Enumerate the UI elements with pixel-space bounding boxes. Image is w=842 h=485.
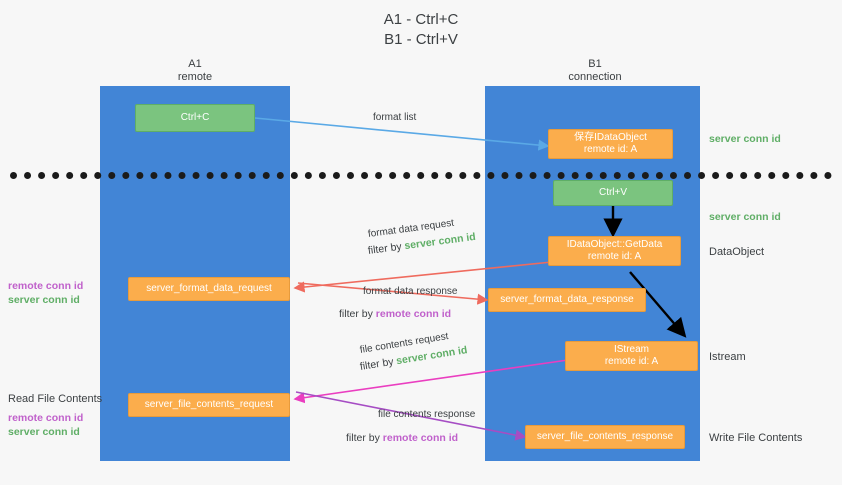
node-save-idataobject-line1: 保存IDataObject	[574, 132, 647, 143]
remote-conn-id-ref-2: remote conn id	[382, 432, 459, 444]
lane-b1-name: B1	[588, 58, 602, 70]
node-istream-line2: remote id: A	[604, 356, 659, 367]
edge-label-format-list: format list	[373, 112, 417, 123]
left-remote-conn-id-1: remote conn id	[8, 280, 84, 292]
node-ctrl-c-label: Ctrl+C	[180, 112, 210, 123]
node-istream[interactable]: IStream remote id: A	[565, 341, 698, 371]
left-label-read-file-contents: Read File Contents	[8, 393, 103, 405]
title-line-1: A1 - Ctrl+C	[383, 11, 459, 28]
edge-filter-file-contents-response: filter by remote conn id	[346, 431, 475, 445]
lane-header-b1: B1 connection	[515, 58, 675, 84]
filter-by-text-3: filter by	[359, 355, 398, 373]
right-label-istream: Istream	[709, 351, 746, 363]
edge-filter-format-data-response: filter by remote conn id	[339, 307, 458, 321]
page-title: A1 - Ctrl+C B1 - Ctrl+V	[0, 10, 842, 50]
right-label-server-conn-id-top: server conn id	[709, 133, 781, 145]
node-ctrl-c[interactable]: Ctrl+C	[135, 104, 255, 132]
lane-header-a1: A1 remote	[115, 58, 275, 84]
node-server-format-data-request-label: server_format_data_request	[146, 283, 272, 294]
filter-by-text-2: filter by	[339, 308, 376, 320]
node-server-file-contents-response[interactable]: server_file_contents_response	[525, 425, 685, 449]
right-label-server-conn-id-mid: server conn id	[709, 211, 781, 223]
node-getdata-line1: IDataObject::GetData	[566, 239, 663, 250]
left-label-conn-ids-2: remote conn id server conn id	[8, 411, 83, 439]
node-istream-line1: IStream	[613, 344, 649, 355]
right-label-write-file-contents: Write File Contents	[709, 432, 803, 444]
left-label-conn-ids-1: remote conn id server conn id	[8, 279, 83, 307]
node-server-format-data-request[interactable]: server_format_data_request	[128, 277, 290, 301]
edge-label-file-contents-response-group: file contents response filter by remote …	[346, 408, 476, 445]
node-ctrl-v-label: Ctrl+V	[598, 187, 628, 198]
node-idataobject-getdata[interactable]: IDataObject::GetData remote id: A	[548, 236, 681, 266]
filter-by-text-1: filter by	[367, 240, 406, 257]
lane-a1-name: A1	[188, 58, 202, 70]
filter-by-text-4: filter by	[346, 432, 383, 444]
node-server-format-data-response-label: server_format_data_response	[500, 294, 634, 305]
lane-a1-sub: remote	[177, 71, 213, 83]
right-label-dataobject: DataObject	[709, 246, 765, 258]
node-server-file-contents-response-label: server_file_contents_response	[536, 431, 674, 442]
edge-label-format-data-response: format data response	[363, 286, 458, 297]
left-remote-conn-id-2: remote conn id	[8, 412, 84, 424]
node-server-file-contents-request-label: server_file_contents_request	[144, 399, 274, 410]
lane-b1-sub: connection	[568, 71, 622, 83]
edge-label-format-data-request-group: format data request filter by server con…	[367, 218, 477, 258]
node-server-format-data-response[interactable]: server_format_data_response	[488, 288, 646, 312]
node-getdata-line2: remote id: A	[587, 251, 642, 262]
title-line-2: B1 - Ctrl+V	[384, 31, 458, 48]
node-server-file-contents-request[interactable]: server_file_contents_request	[128, 393, 290, 417]
edge-label-file-contents-response: file contents response	[378, 409, 476, 420]
node-save-idataobject-line2: remote id: A	[583, 144, 638, 155]
left-server-conn-id-2: server conn id	[8, 426, 80, 438]
edge-label-file-contents-request-group: file contents request filter by server c…	[359, 331, 469, 374]
remote-conn-id-ref-1: remote conn id	[375, 308, 452, 320]
left-server-conn-id-1: server conn id	[8, 294, 80, 306]
phase-divider	[10, 172, 832, 179]
node-save-idataobject[interactable]: 保存IDataObject remote id: A	[548, 129, 673, 159]
edge-label-format-data-response-group: format data response filter by remote co…	[339, 285, 458, 321]
node-ctrl-v[interactable]: Ctrl+V	[553, 180, 673, 206]
